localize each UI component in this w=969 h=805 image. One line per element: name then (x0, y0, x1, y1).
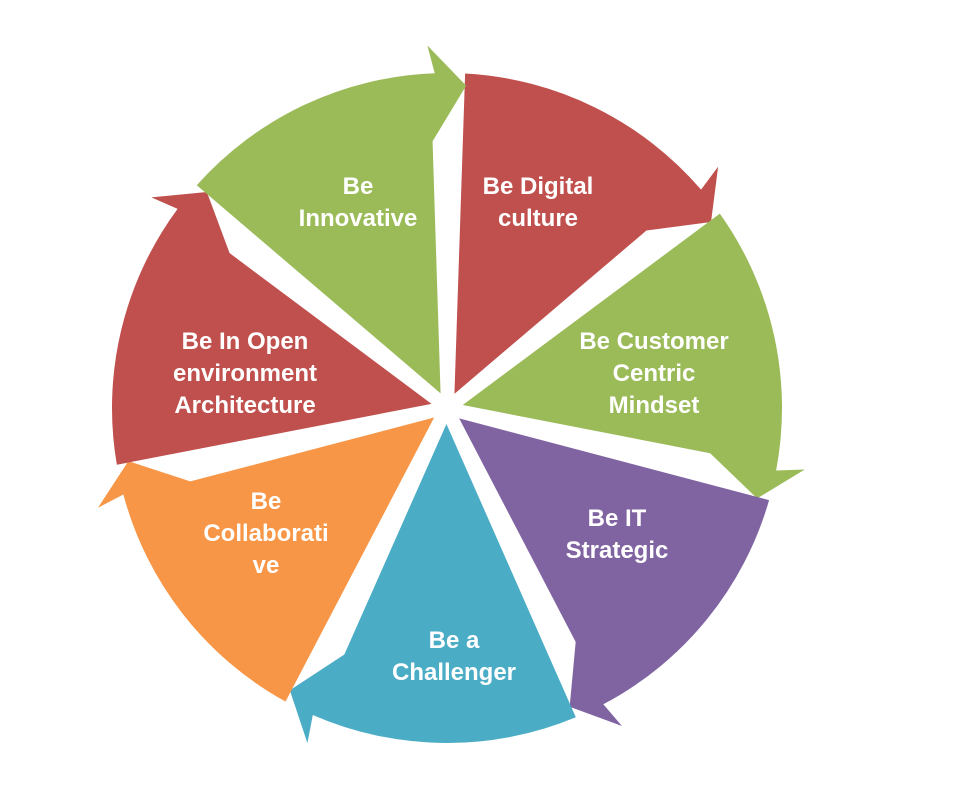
segment-open (112, 191, 432, 465)
segment-customer (462, 213, 805, 499)
segments-group (97, 45, 805, 744)
segment-it (459, 418, 770, 727)
segment-label-it: Be IT Strategic (565, 505, 669, 564)
segment-label-collab: Be Collaborati ve (203, 488, 329, 579)
segment-label-innovative: Be Innovative (298, 173, 418, 232)
segment-digital (454, 73, 719, 394)
segment-label-challenger: Be a Challenger (391, 627, 517, 686)
segment-collab (97, 417, 435, 702)
segment-innovative (196, 45, 467, 394)
segment-label-customer: Be Customer Centric Mindset (579, 328, 729, 419)
segment-label-open: Be In Open environment Architecture (172, 328, 318, 419)
segment-challenger (289, 423, 576, 744)
segment-label-digital: Be Digital culture (482, 173, 594, 232)
